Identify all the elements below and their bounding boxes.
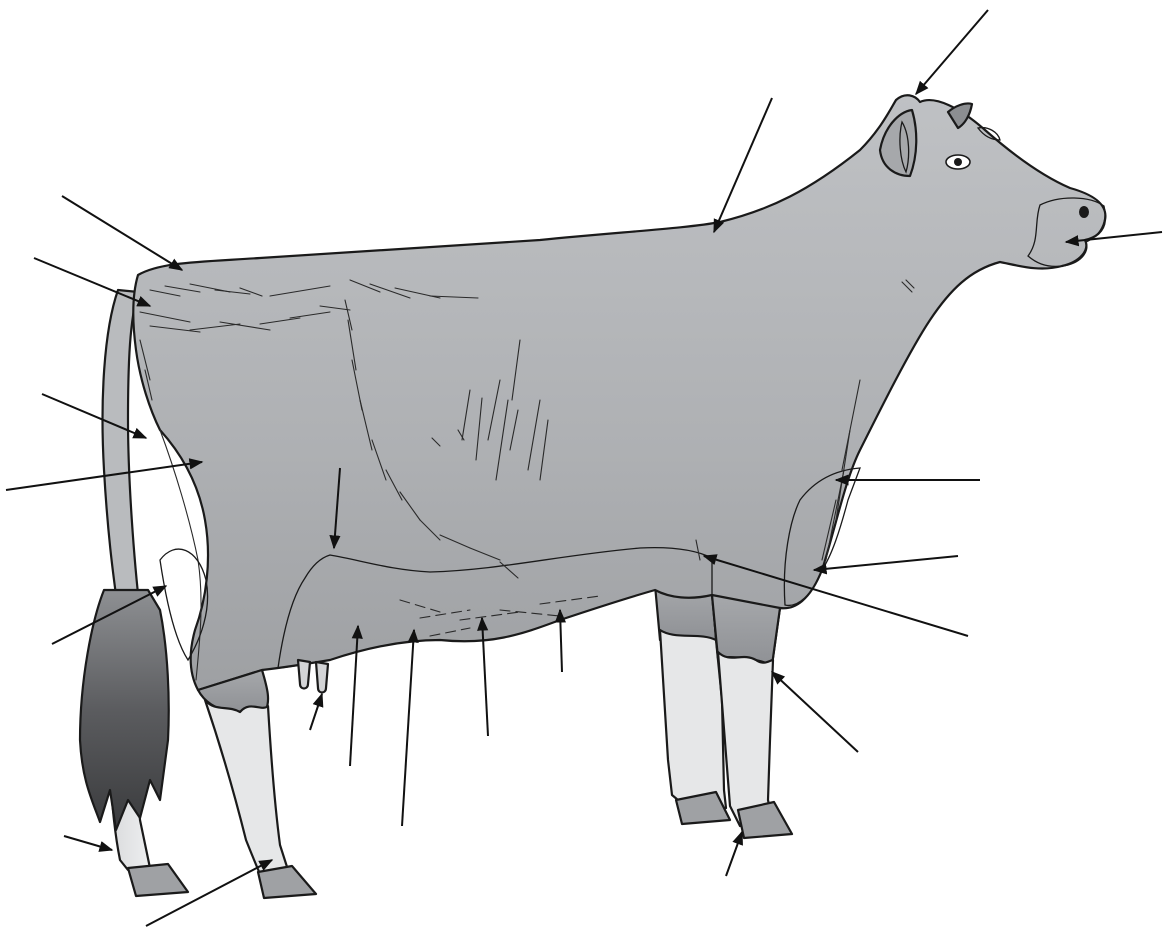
label-arrow-pin-bone (34, 258, 150, 306)
label-arrow-thurl (42, 394, 146, 438)
far-front-leg-lower (660, 630, 726, 810)
near-front-leg-white (718, 652, 773, 826)
far-hind-hoof (128, 864, 188, 896)
label-arrow-milk-vein (402, 630, 414, 826)
near-hind-hoof (258, 866, 316, 898)
label-arrow-switch (64, 836, 112, 850)
near-front-hoof (738, 802, 792, 838)
label-arrow-poll (916, 10, 988, 94)
label-arrow-tail-head (62, 196, 182, 270)
near-hind-leg-white (205, 700, 288, 874)
label-arrow-dewlap (814, 556, 958, 570)
nostril (1079, 206, 1089, 218)
teat-front (316, 662, 328, 693)
tail-switch (80, 590, 169, 830)
label-arrow-knee (772, 672, 858, 752)
label-arrow-teat (310, 694, 322, 730)
label-arrow-dew-claw (726, 832, 742, 876)
teat-rear (298, 660, 310, 689)
pupil (954, 158, 962, 166)
